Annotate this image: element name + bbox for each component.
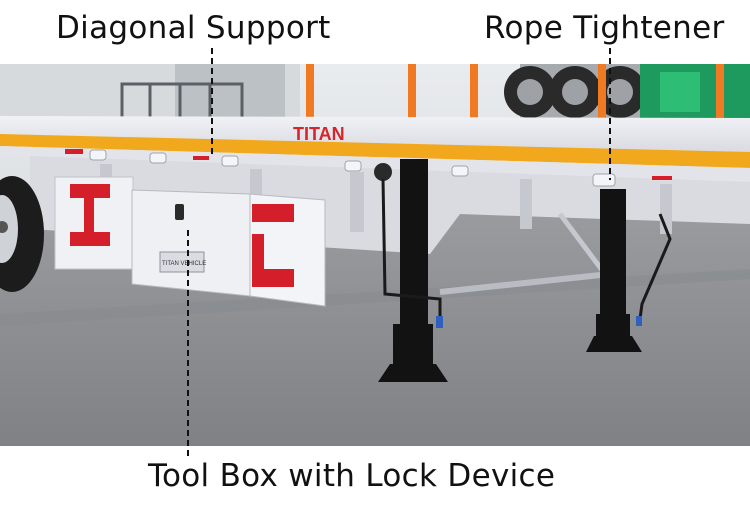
landing-gear-left — [374, 159, 448, 382]
factory-door — [175, 64, 285, 119]
crank-handle — [381, 178, 442, 319]
tool-box-label: Tool Box with Lock Device — [148, 458, 556, 494]
front-wheel — [0, 176, 44, 292]
diagonal-support-label: Diagonal Support — [56, 10, 331, 46]
lock-device — [175, 204, 184, 220]
yellow-stripe — [0, 134, 750, 168]
red-markers — [65, 149, 672, 180]
trailer-photo: TITAN TITAN VEHICLE — [0, 64, 750, 446]
side-reflector-panel — [249, 193, 326, 307]
orange-stakes — [306, 64, 724, 122]
diagonal-support-bar — [439, 271, 611, 295]
tool-box: TITAN VEHICLE — [131, 189, 251, 297]
titan-brand: TITAN — [293, 124, 345, 144]
deck-side — [0, 146, 750, 182]
background-trucks — [504, 64, 750, 124]
rear-light-frame — [54, 176, 134, 270]
landing-gear-right — [586, 189, 642, 352]
rope-tightener-label: Rope Tightener — [484, 10, 725, 46]
rope-hooks — [89, 149, 616, 187]
toolbox-plate: TITAN VEHICLE — [162, 261, 206, 267]
trailer-deck — [0, 116, 750, 156]
